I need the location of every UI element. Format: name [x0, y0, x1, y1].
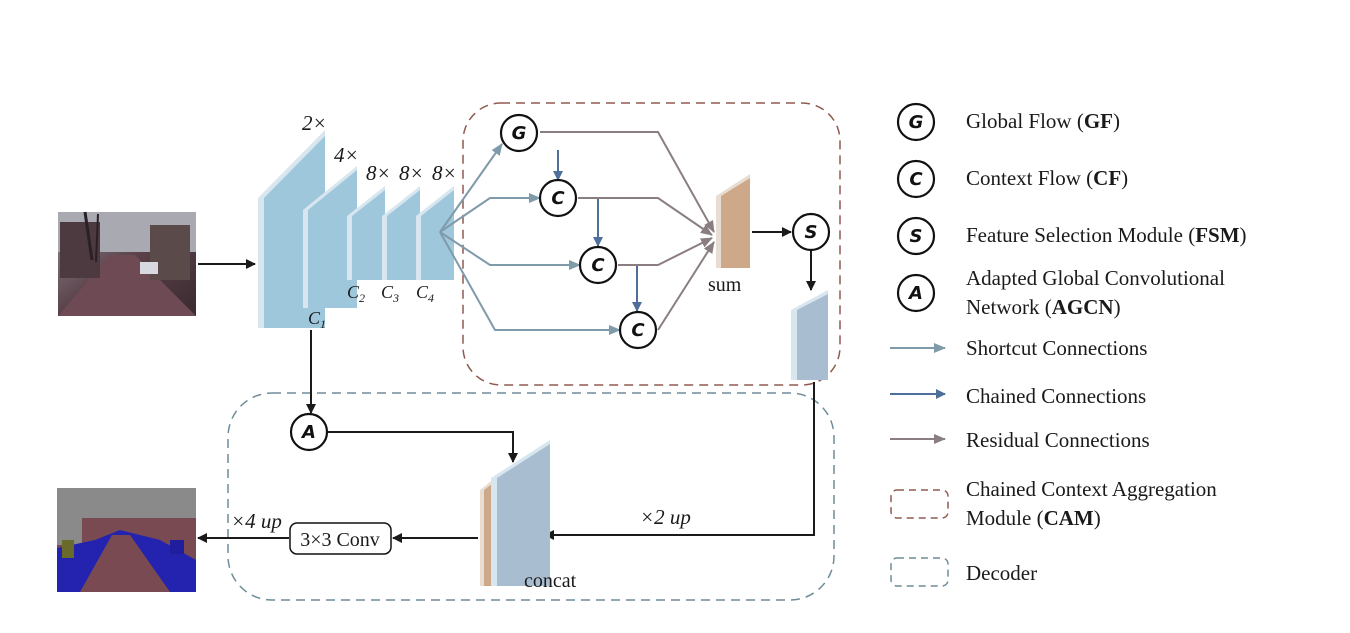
- encoder-block-c1b: [303, 166, 357, 308]
- legend-shortcut: Shortcut Connections: [890, 336, 1147, 360]
- c2-label: C2: [347, 282, 365, 305]
- scale-8x-label-b: 8×: [399, 161, 424, 185]
- legend-fsm: S Feature Selection Module (FSM): [896, 216, 1247, 256]
- c1-label: C1: [308, 308, 326, 331]
- residual-connections: [540, 131, 715, 331]
- sum-label: sum: [708, 274, 742, 296]
- encoder-block-c2: [347, 186, 385, 280]
- agcn-to-concat-arrow: [328, 431, 518, 463]
- upsample-2x-path: [544, 382, 815, 540]
- global-flow-node: G: [499, 113, 539, 153]
- svg-text:Shortcut Connections: Shortcut Connections: [966, 336, 1147, 360]
- svg-text:C: C: [591, 255, 605, 276]
- svg-text:Residual Connections: Residual Connections: [966, 428, 1150, 452]
- legend-cf: C Context Flow (CF): [896, 159, 1128, 199]
- decoder-module-border: [227, 392, 835, 601]
- legend-gf: G Global Flow (GF): [896, 102, 1120, 142]
- concat-block: [480, 440, 550, 586]
- context-flow-node-1: C: [538, 178, 578, 218]
- encoder-block-c3: [382, 186, 420, 280]
- svg-text:Chained Connections: Chained Connections: [966, 384, 1146, 408]
- up2-label: ×2 up: [640, 505, 691, 529]
- concat-label: concat: [524, 570, 577, 592]
- context-flow-node-3: C: [618, 310, 658, 350]
- scale-8x-label-c: 8×: [432, 161, 457, 185]
- scale-4x-label: 4×: [334, 143, 359, 167]
- cam-module-border: [462, 102, 841, 386]
- svg-text:3×3 Conv: 3×3 Conv: [300, 529, 380, 551]
- chained-connections: [553, 150, 642, 312]
- svg-text:Network (AGCN): Network (AGCN): [966, 295, 1121, 319]
- svg-text:Feature Selection Module (FSM): Feature Selection Module (FSM): [966, 223, 1247, 247]
- svg-text:Chained Context Aggregation: Chained Context Aggregation: [966, 477, 1217, 501]
- svg-text:Module (CAM): Module (CAM): [966, 506, 1101, 530]
- c4-label: C4: [416, 282, 434, 305]
- fsm-output-block: [791, 290, 828, 380]
- legend-cam: Chained Context Aggregation Module (CAM): [890, 477, 1217, 530]
- output-segmentation-image: [57, 488, 196, 592]
- legend-residual: Residual Connections: [890, 428, 1150, 452]
- svg-text:Context Flow (CF): Context Flow (CF): [966, 166, 1128, 190]
- scale-2x-label: 2×: [302, 111, 327, 135]
- up4-label: ×4 up: [231, 509, 282, 533]
- svg-text:G: G: [909, 112, 924, 133]
- input-street-image: [58, 211, 196, 316]
- c3-label: C3: [381, 282, 399, 305]
- context-flow-node-2: C: [578, 245, 618, 285]
- legend-chained: Chained Connections: [890, 384, 1146, 408]
- svg-text:Adapted Global Convolutional: Adapted Global Convolutional: [966, 266, 1225, 290]
- svg-text:A: A: [300, 422, 316, 443]
- svg-text:S: S: [805, 222, 818, 243]
- svg-text:Decoder: Decoder: [966, 561, 1037, 585]
- encoder-block-c4: [416, 186, 454, 280]
- legend-decoder: Decoder: [890, 557, 1037, 587]
- legend-agcn: A Adapted Global Convolutional Network (…: [896, 266, 1225, 319]
- svg-text:A: A: [907, 283, 923, 304]
- conv-3x3-box: 3×3 Conv: [289, 522, 392, 555]
- feature-selection-node: S: [791, 212, 831, 252]
- svg-text:G: G: [512, 123, 527, 144]
- adapted-gcn-node: A: [289, 412, 329, 452]
- svg-text:C: C: [551, 188, 565, 209]
- svg-text:S: S: [910, 226, 923, 247]
- scale-8x-label-a: 8×: [366, 161, 391, 185]
- shortcut-connections: [439, 143, 621, 335]
- svg-text:Global Flow (GF): Global Flow (GF): [966, 109, 1120, 133]
- sum-block: [716, 174, 750, 268]
- svg-text:C: C: [909, 169, 923, 190]
- legend: G Global Flow (GF) C Context Flow (CF) S…: [890, 102, 1247, 587]
- svg-text:C: C: [631, 320, 645, 341]
